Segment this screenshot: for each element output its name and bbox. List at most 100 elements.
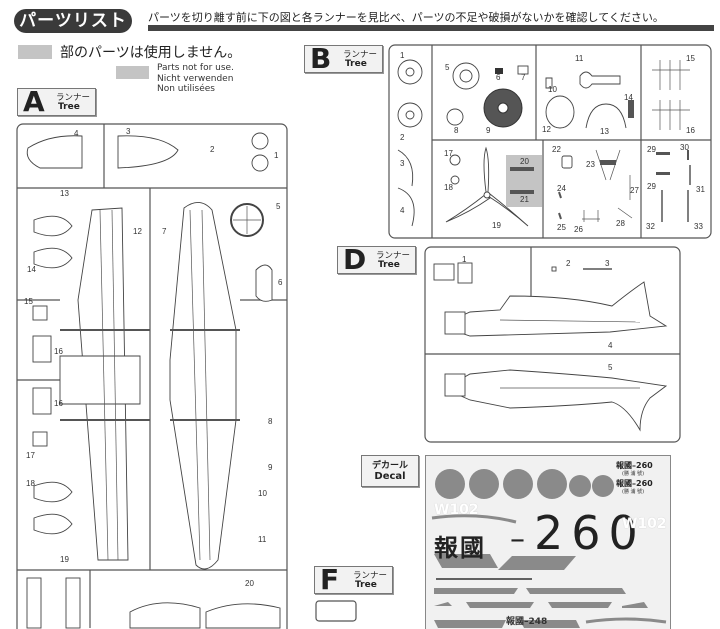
part-b8-ring xyxy=(446,108,464,126)
part-b13-bulkhead xyxy=(585,103,627,129)
decal-white-text: W102 xyxy=(434,502,479,518)
legend-de-line: Nicht verwenden xyxy=(157,73,234,84)
tree-a-en: Tree xyxy=(58,102,80,112)
tree-f-label: F ランナー Tree xyxy=(314,564,393,596)
svg-text:30: 30 xyxy=(680,143,689,152)
decal-stripe xyxy=(585,617,667,624)
part-d1 xyxy=(457,262,473,284)
svg-text:22: 22 xyxy=(552,145,561,154)
tree-d-label: D ランナー Tree xyxy=(337,243,416,276)
decal-stripe xyxy=(434,554,498,568)
svg-text:4: 4 xyxy=(400,206,405,215)
tree-d-frame xyxy=(424,246,681,443)
tree-a-letter: A xyxy=(23,85,45,118)
tree-a-frame xyxy=(16,123,288,629)
svg-text:29: 29 xyxy=(647,182,656,191)
decal-label-en: Decal xyxy=(374,471,406,482)
part-d1-cowl xyxy=(433,263,455,281)
decal-hinomaru-small xyxy=(592,475,614,497)
decal-stripe xyxy=(434,602,452,606)
svg-text:3: 3 xyxy=(605,259,610,268)
svg-text:4: 4 xyxy=(608,341,613,350)
decal-stripe xyxy=(434,588,518,594)
not-for-use-swatch xyxy=(18,45,52,59)
part-b4-cowl-ring xyxy=(397,187,415,227)
svg-text:1: 1 xyxy=(400,51,405,60)
svg-text:24: 24 xyxy=(557,184,566,193)
svg-text:17: 17 xyxy=(444,149,453,158)
part-b22-seat xyxy=(561,155,573,169)
part-b10 xyxy=(545,77,553,89)
svg-text:1: 1 xyxy=(462,255,467,264)
decal-label-jp: デカール xyxy=(371,461,408,471)
part-number: 2 xyxy=(210,145,215,154)
part-a4-cowling xyxy=(26,135,83,169)
tree-a-label: A ランナー Tree xyxy=(17,85,96,118)
part-b9-engine-front xyxy=(483,88,523,128)
part-b12-cockpit-floor xyxy=(545,95,575,129)
svg-text:2: 2 xyxy=(400,133,405,142)
part-a17 xyxy=(32,431,48,447)
part-b17 xyxy=(449,154,461,166)
tree-d-jp: ランナー xyxy=(376,251,411,261)
svg-text:11: 11 xyxy=(575,54,584,63)
part-b21 xyxy=(510,190,534,194)
tree-b-label: B ランナー Tree xyxy=(304,43,383,75)
svg-text:33: 33 xyxy=(694,222,703,231)
tree-b-jp: ランナー xyxy=(343,50,378,60)
part-b15-frame xyxy=(652,60,690,90)
part-a13-tank xyxy=(33,215,73,237)
tree-b-en: Tree xyxy=(345,59,367,69)
svg-text:3: 3 xyxy=(400,159,405,168)
part-number: 15 xyxy=(24,297,33,306)
decal-number-260: 260 xyxy=(534,506,646,560)
decal-small-text-1: 報國–260 xyxy=(616,461,653,470)
svg-text:20: 20 xyxy=(520,157,529,166)
not-for-use-region-b20-b21 xyxy=(506,155,542,207)
parts-list-title: パーツリスト xyxy=(14,9,132,33)
tree-f-en: Tree xyxy=(355,580,377,590)
part-a18-tank xyxy=(33,481,73,503)
part-a15 xyxy=(32,305,48,321)
svg-text:27: 27 xyxy=(630,186,639,195)
decal-stripe xyxy=(548,602,612,608)
part-number: 16 xyxy=(54,399,63,408)
part-b25 xyxy=(558,212,562,220)
decal-stripe xyxy=(466,602,534,608)
svg-text:32: 32 xyxy=(646,222,655,231)
part-number: 5 xyxy=(276,202,281,211)
part-number: 13 xyxy=(60,189,69,198)
legend-fr-line: Non utilisées xyxy=(157,84,215,94)
part-a-bottom xyxy=(129,602,201,629)
part-b6 xyxy=(495,68,503,74)
decal-stripe xyxy=(498,556,576,570)
part-a12-center xyxy=(59,355,141,405)
part-b28 xyxy=(617,207,633,219)
decal-hinomaru xyxy=(435,469,465,499)
svg-text:16: 16 xyxy=(686,126,695,135)
svg-text:23: 23 xyxy=(586,160,595,169)
decal-hinomaru xyxy=(469,469,499,499)
tree-d-letter: D xyxy=(343,243,367,276)
decal-stripe xyxy=(434,620,506,628)
svg-text:29: 29 xyxy=(647,145,656,154)
decal-small-sub-2: (勝 浦 號) xyxy=(622,489,645,495)
decal-small-sub-1: (勝 浦 號) xyxy=(622,471,645,477)
part-b5-engine xyxy=(452,62,480,90)
svg-text:6: 6 xyxy=(496,73,501,82)
svg-text:13: 13 xyxy=(600,127,609,136)
part-number: 12 xyxy=(133,227,142,236)
part-a-bottom xyxy=(205,603,281,629)
part-number: 1 xyxy=(274,151,279,160)
decal-label: デカール Decal xyxy=(361,455,419,487)
part-b16-frame xyxy=(652,100,690,130)
decal-white-text-2: W102 xyxy=(622,516,667,532)
part-b24 xyxy=(558,191,562,199)
part-b29 xyxy=(656,152,670,155)
part-d2 xyxy=(551,266,557,272)
legend-text-jp: 部のパーツは使用しません。 xyxy=(60,45,242,61)
svg-text:9: 9 xyxy=(486,126,491,135)
